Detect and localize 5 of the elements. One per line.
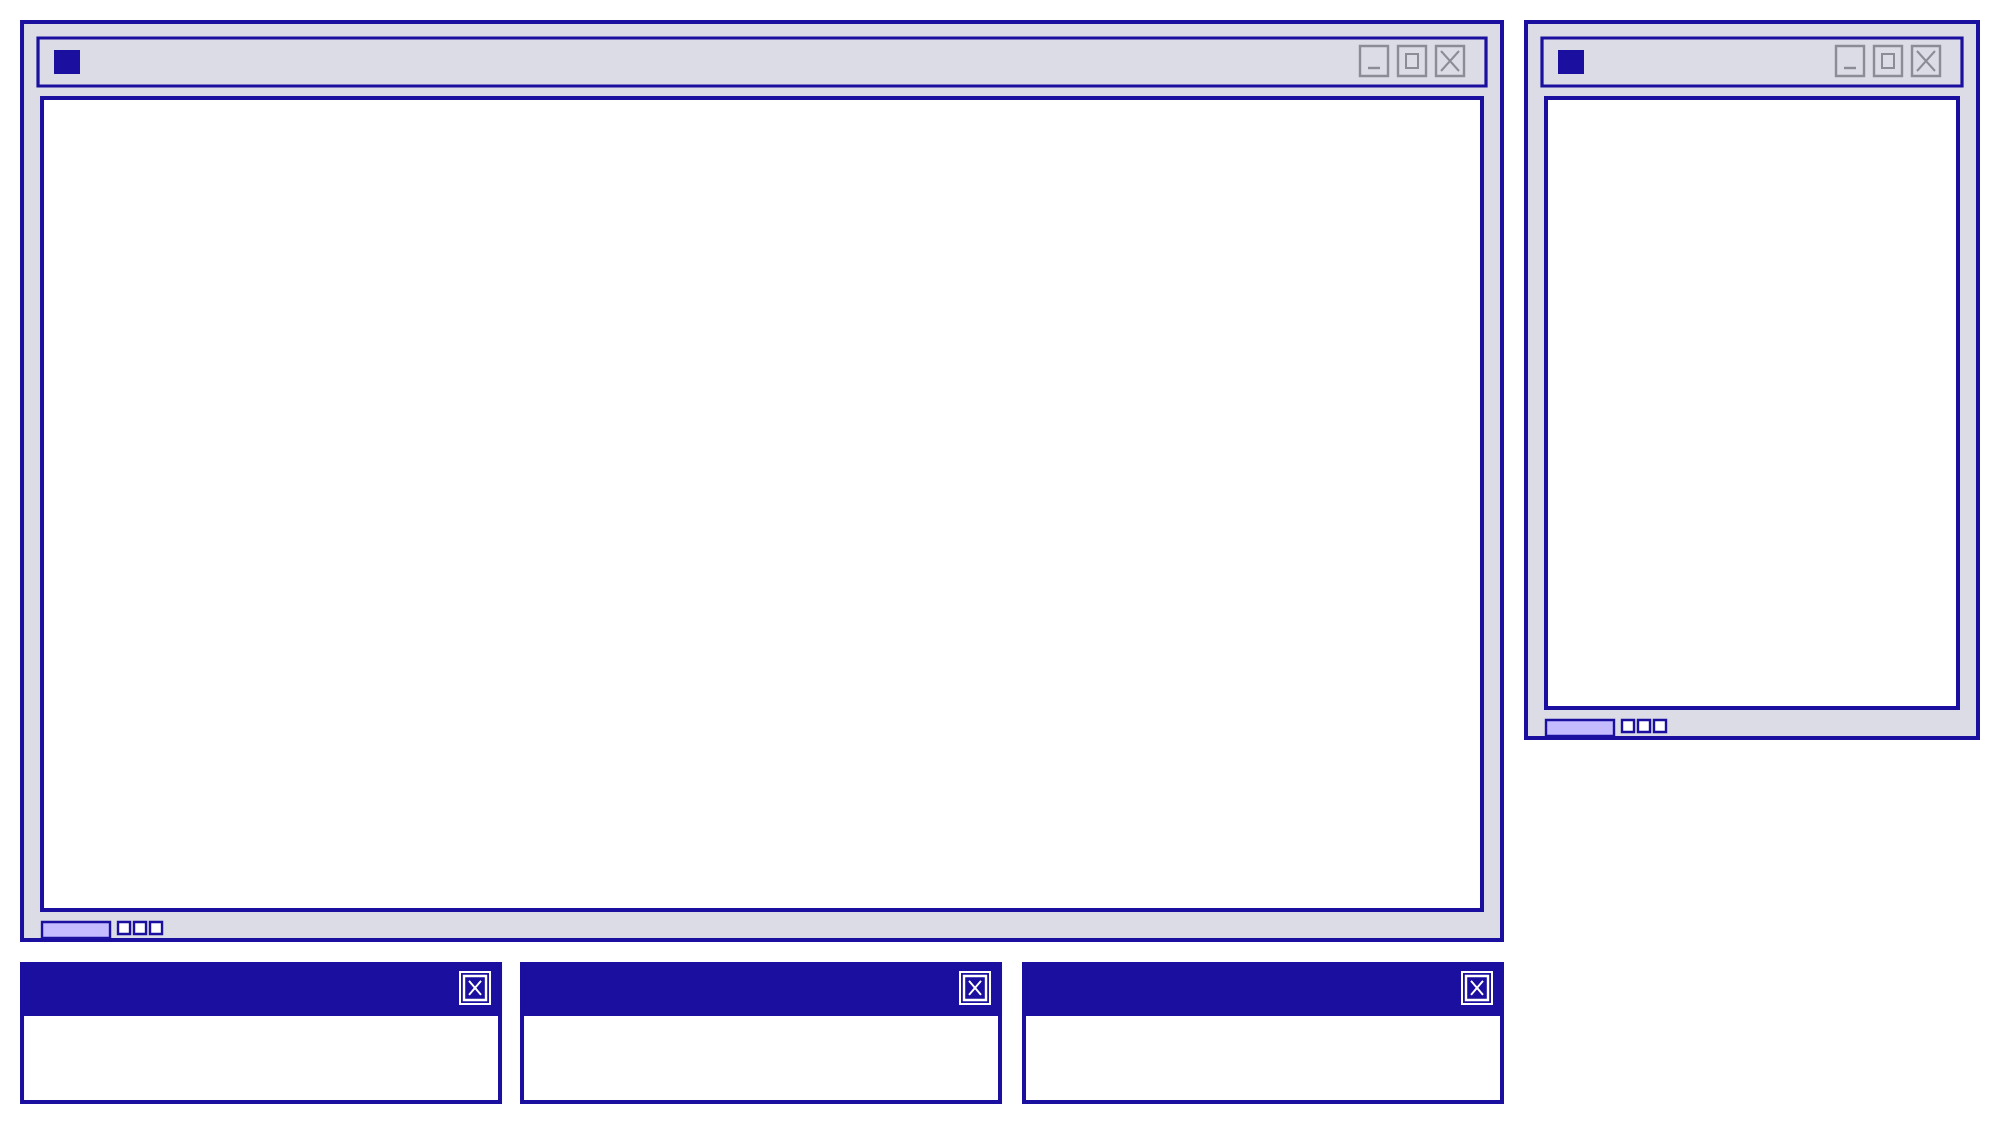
window-drawing (520, 961, 1002, 1104)
window-drawing (1022, 961, 1504, 1104)
window-drawing (20, 961, 502, 1104)
window-drawing (1524, 20, 1980, 740)
window-drawing (20, 20, 1504, 942)
